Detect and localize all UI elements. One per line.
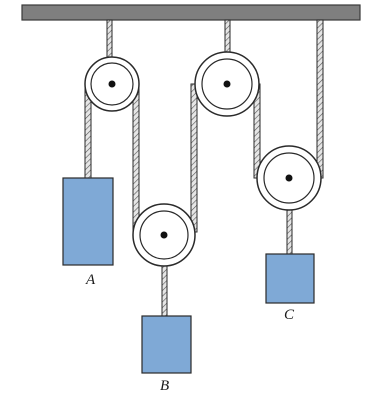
pulley-2-axle xyxy=(160,231,168,239)
ceiling-bar xyxy=(21,4,361,21)
rope-p1-to-p2 xyxy=(132,85,140,233)
pulley-1-axle xyxy=(108,80,116,88)
rope-p2-to-p3 xyxy=(190,83,198,233)
block-c-label: C xyxy=(284,307,295,323)
pulley-3 xyxy=(194,51,260,117)
block-b xyxy=(141,315,192,374)
pulley-4-axle xyxy=(285,174,293,182)
pulley-3-axle xyxy=(223,80,231,88)
pulley-1 xyxy=(84,56,140,112)
pulley-2 xyxy=(132,203,196,267)
block-b-label: B xyxy=(160,378,169,394)
block-a xyxy=(62,177,114,266)
rope-p4-to-ceiling xyxy=(316,19,324,179)
ropes xyxy=(84,19,324,317)
block-c xyxy=(265,253,315,304)
block-a-label: A xyxy=(85,272,96,288)
pulley-4 xyxy=(256,145,322,211)
